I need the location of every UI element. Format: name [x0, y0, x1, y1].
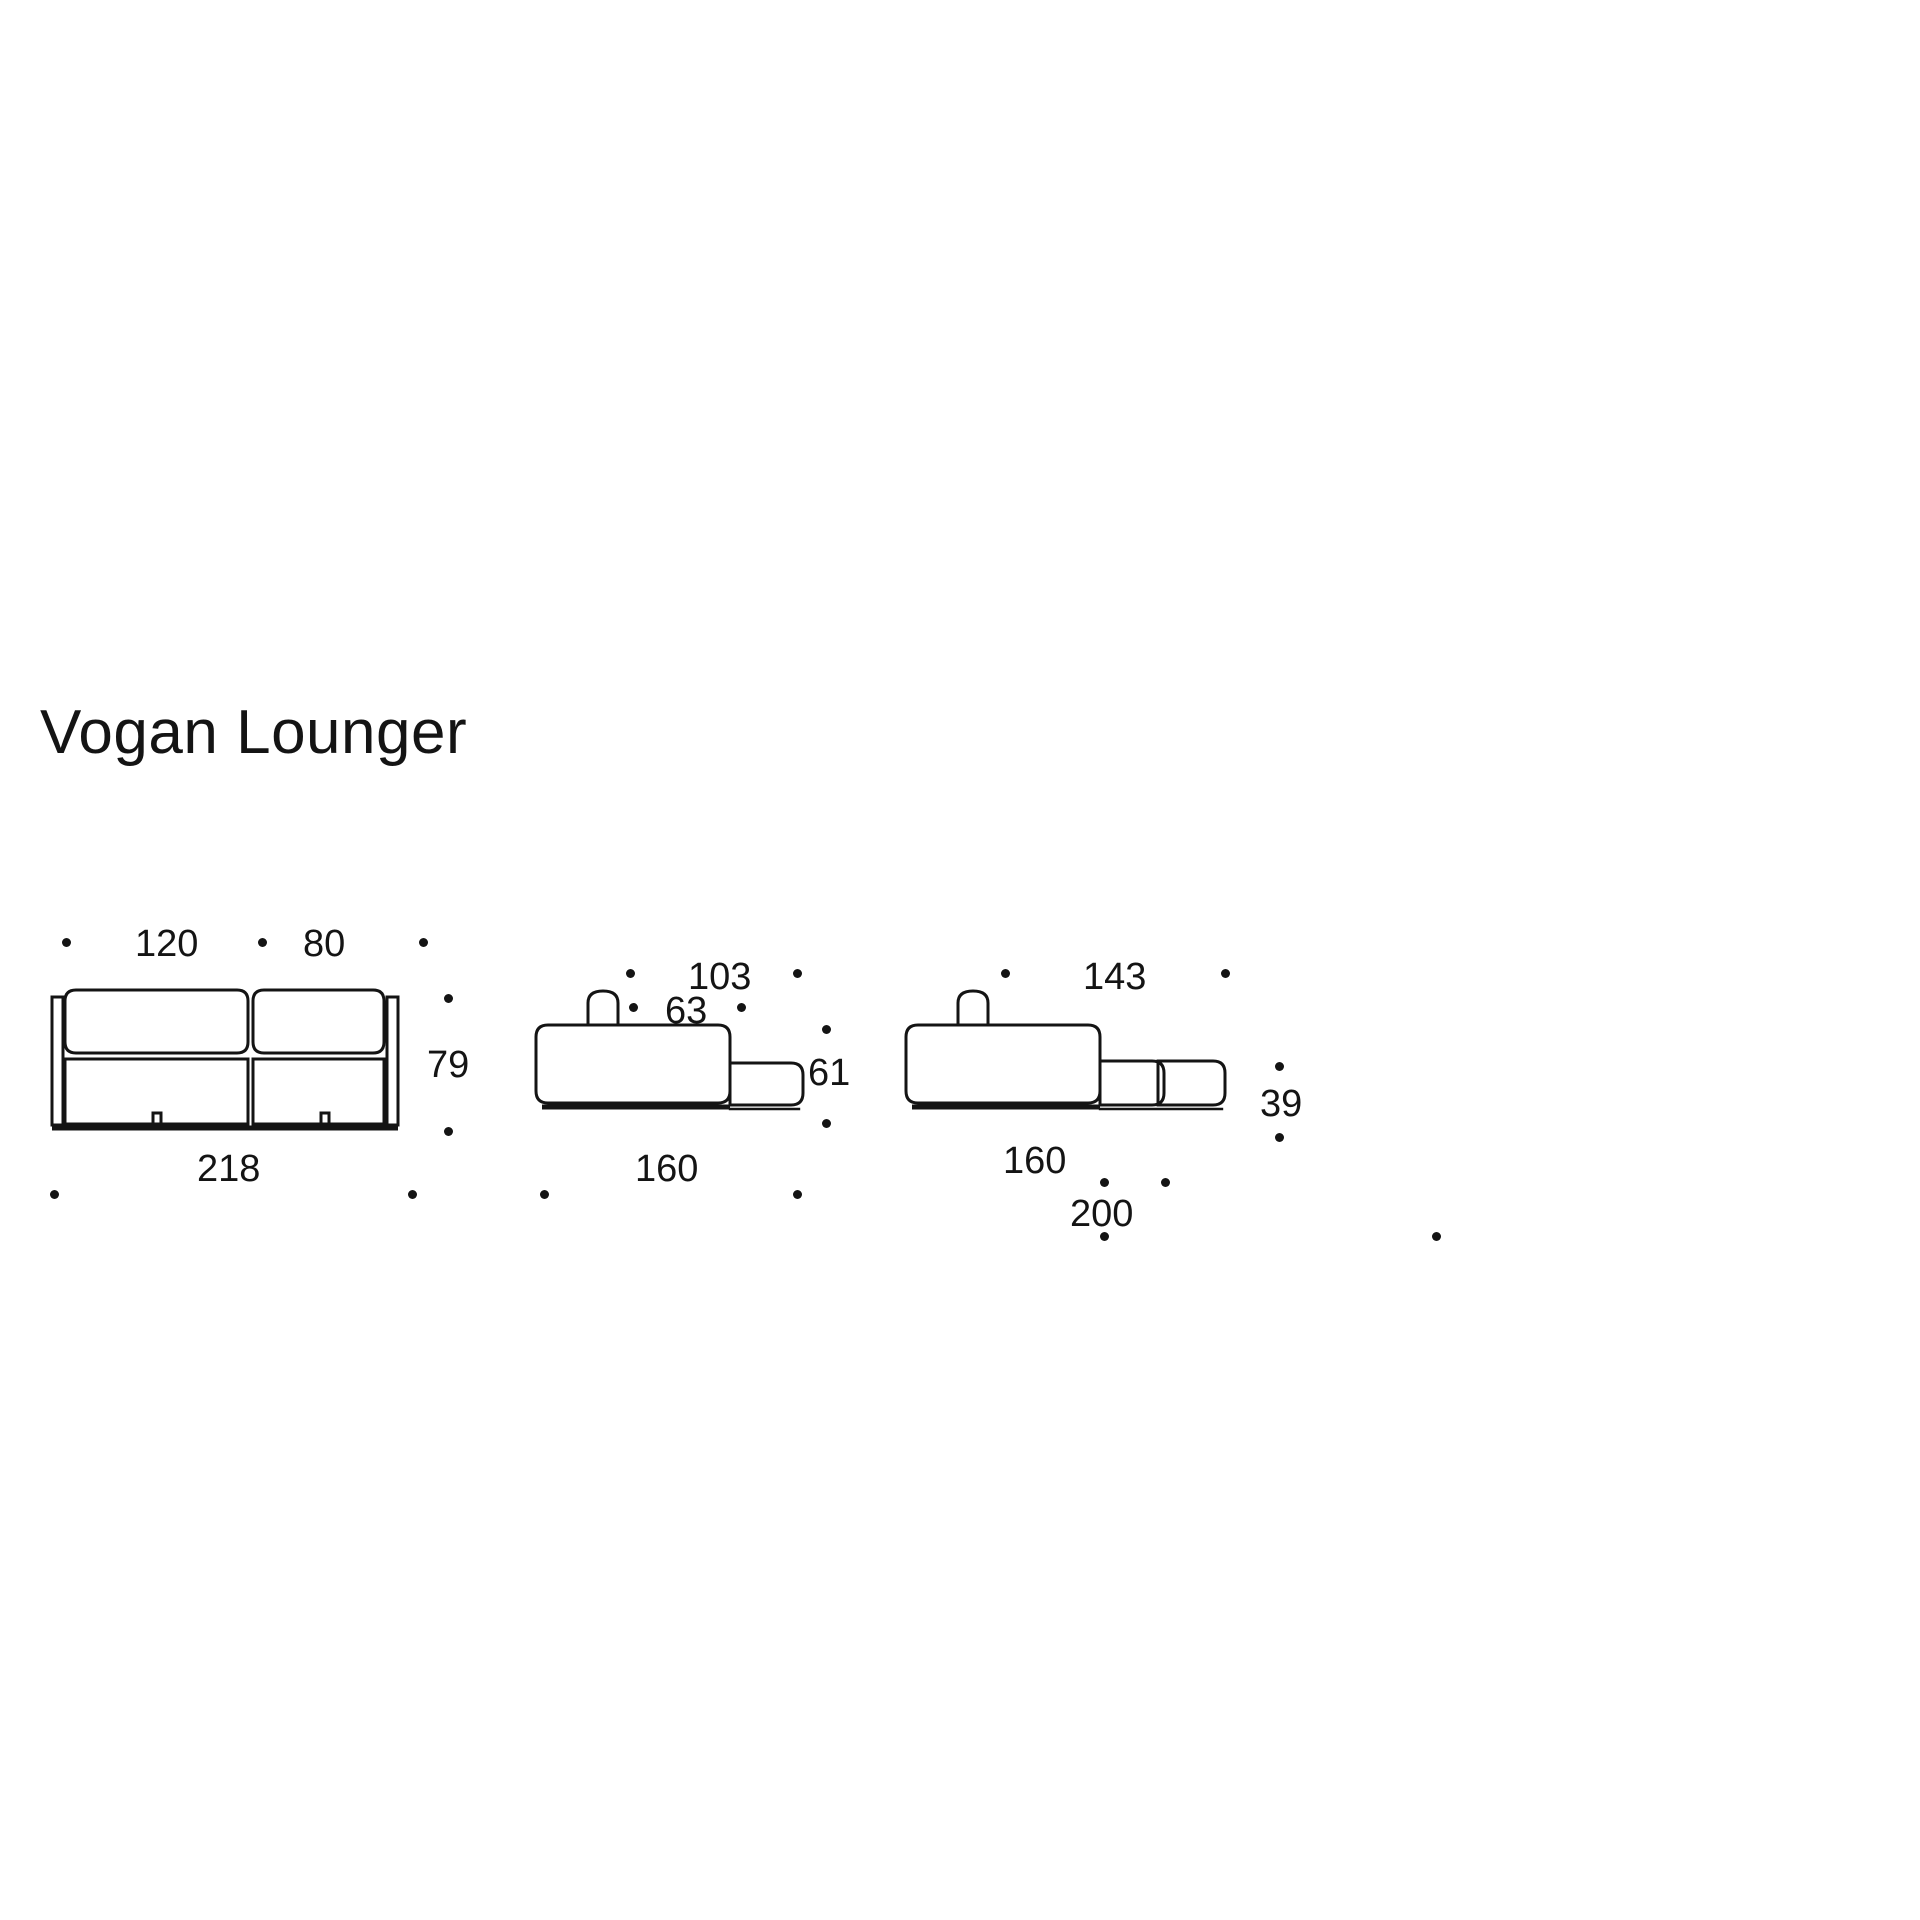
dim-dot-front-right-top — [444, 994, 453, 1003]
dim-label-80: 80 — [303, 923, 346, 965]
dim-label-160-bed: 160 — [1003, 1140, 1067, 1182]
dim-dot-lounger-depth-left — [629, 1003, 638, 1012]
dim-dot-lounger-bottom-left — [540, 1190, 549, 1199]
dim-label-200: 200 — [1070, 1193, 1134, 1235]
dim-dot-front-top-left — [62, 938, 71, 947]
dim-dot-front-right-bottom — [444, 1127, 453, 1136]
dim-dot-bed-top-right — [1221, 969, 1230, 978]
sofa-front-view-drawing — [50, 988, 400, 1131]
dim-dot-lounger-bottom-right — [793, 1190, 802, 1199]
dim-dot-bed-right-top — [1275, 1062, 1284, 1071]
dim-dot-lounger-right-top — [822, 1025, 831, 1034]
dim-label-39: 39 — [1260, 1083, 1303, 1125]
dim-dot-lounger-depth-right — [737, 1003, 746, 1012]
dim-label-160-lounger: 160 — [635, 1148, 699, 1190]
dim-label-61: 61 — [808, 1052, 851, 1094]
dim-dot-bed-right-bottom — [1275, 1133, 1284, 1142]
dim-label-103: 103 — [688, 956, 752, 998]
page-title: Vogan Lounger — [40, 698, 468, 767]
dim-dot-bed-overall-right — [1432, 1232, 1441, 1241]
dim-dot-lounger-right-bottom — [822, 1119, 831, 1128]
dim-dot-bed-top-left — [1001, 969, 1010, 978]
dim-dot-bed-bottom-left — [1100, 1178, 1109, 1187]
dim-dot-front-top-right — [419, 938, 428, 947]
dim-dot-lounger-top-right — [793, 969, 802, 978]
dim-label-218: 218 — [197, 1148, 261, 1190]
dim-dot-front-bottom-left — [50, 1190, 59, 1199]
dim-dot-bed-overall-left — [1100, 1232, 1109, 1241]
dim-label-120: 120 — [135, 923, 199, 965]
sofa-lounger-view-drawing — [534, 989, 805, 1111]
dim-label-63: 63 — [665, 990, 708, 1032]
dim-dot-front-bottom-right — [408, 1190, 417, 1199]
dim-dot-lounger-top-left — [626, 969, 635, 978]
dim-label-143: 143 — [1083, 956, 1147, 998]
dim-dot-front-top-middle — [258, 938, 267, 947]
sofa-bed-view-drawing — [904, 989, 1227, 1111]
dim-label-79: 79 — [427, 1044, 470, 1086]
dim-dot-bed-bottom-right — [1161, 1178, 1170, 1187]
